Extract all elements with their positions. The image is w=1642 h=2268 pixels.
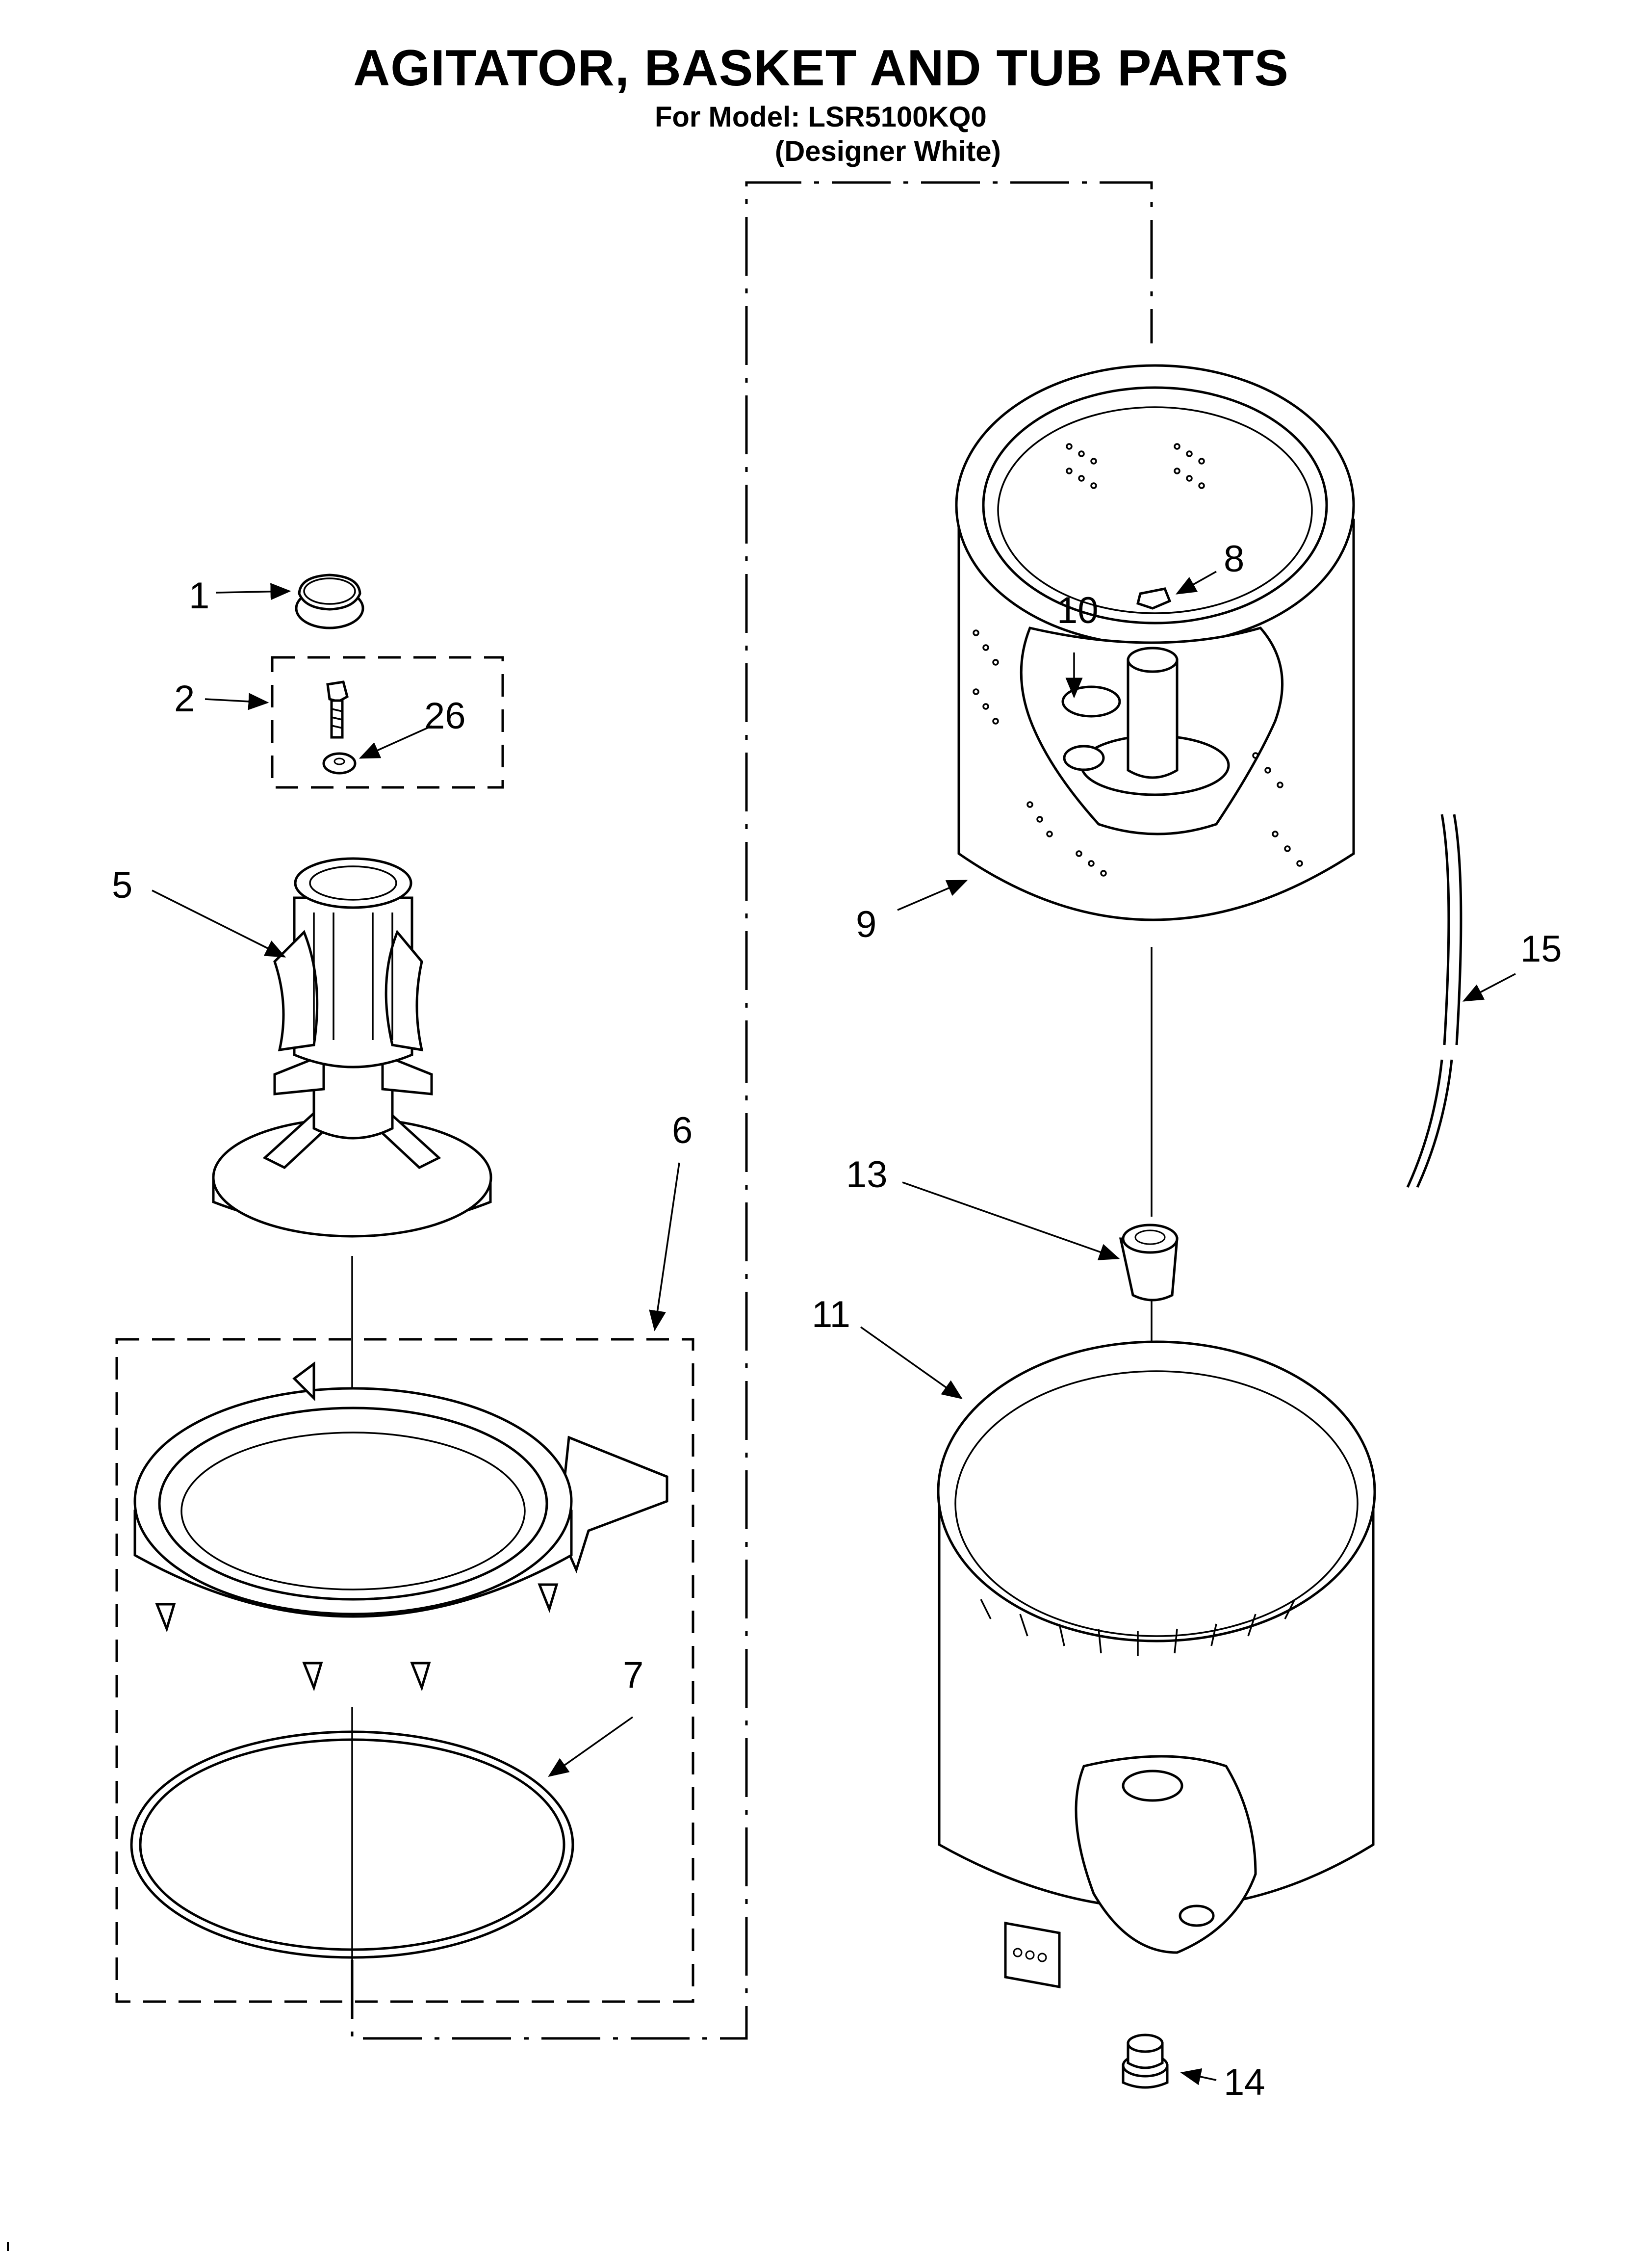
callout-6: 6 — [672, 1110, 693, 1151]
callout-leaders — [152, 571, 1516, 2086]
drain-plug-icon — [1122, 2033, 1169, 2089]
tub-icon — [937, 1340, 1376, 1988]
agitator-icon — [212, 857, 492, 1238]
callout-7: 7 — [623, 1654, 643, 1696]
bolt-kit-group — [271, 656, 504, 789]
callout-14: 14 — [1224, 2061, 1265, 2103]
callout-2: 2 — [174, 678, 195, 720]
callout-13: 13 — [846, 1154, 888, 1196]
agitator-cap-icon — [295, 574, 364, 629]
callout-5: 5 — [112, 864, 132, 906]
color-variant: (Designer White) — [775, 135, 1001, 167]
callout-9: 9 — [856, 904, 876, 945]
callout-1: 1 — [189, 575, 209, 617]
callout-10: 10 — [1057, 590, 1099, 631]
corner-mark — [7, 2242, 18, 2251]
page-title: AGITATOR, BASKET AND TUB PARTS — [353, 40, 1289, 97]
basket-icon — [955, 364, 1355, 921]
hose-icon — [1406, 814, 1462, 1188]
tub-bearing-icon — [1119, 1224, 1179, 1302]
bolt-icon — [326, 680, 349, 739]
tub-ring-icon — [133, 1361, 668, 1692]
tub-seal-icon — [130, 1730, 574, 1959]
callout-26: 26 — [424, 695, 466, 737]
tub-ring-group — [115, 1338, 694, 2003]
washer-icon — [322, 752, 357, 775]
callout-15: 15 — [1520, 928, 1562, 970]
model-subtitle: For Model: LSR5100KQ0 — [655, 101, 987, 133]
callout-8: 8 — [1224, 538, 1244, 580]
callout-11: 11 — [812, 1294, 850, 1335]
basket-perforations — [973, 443, 1303, 877]
